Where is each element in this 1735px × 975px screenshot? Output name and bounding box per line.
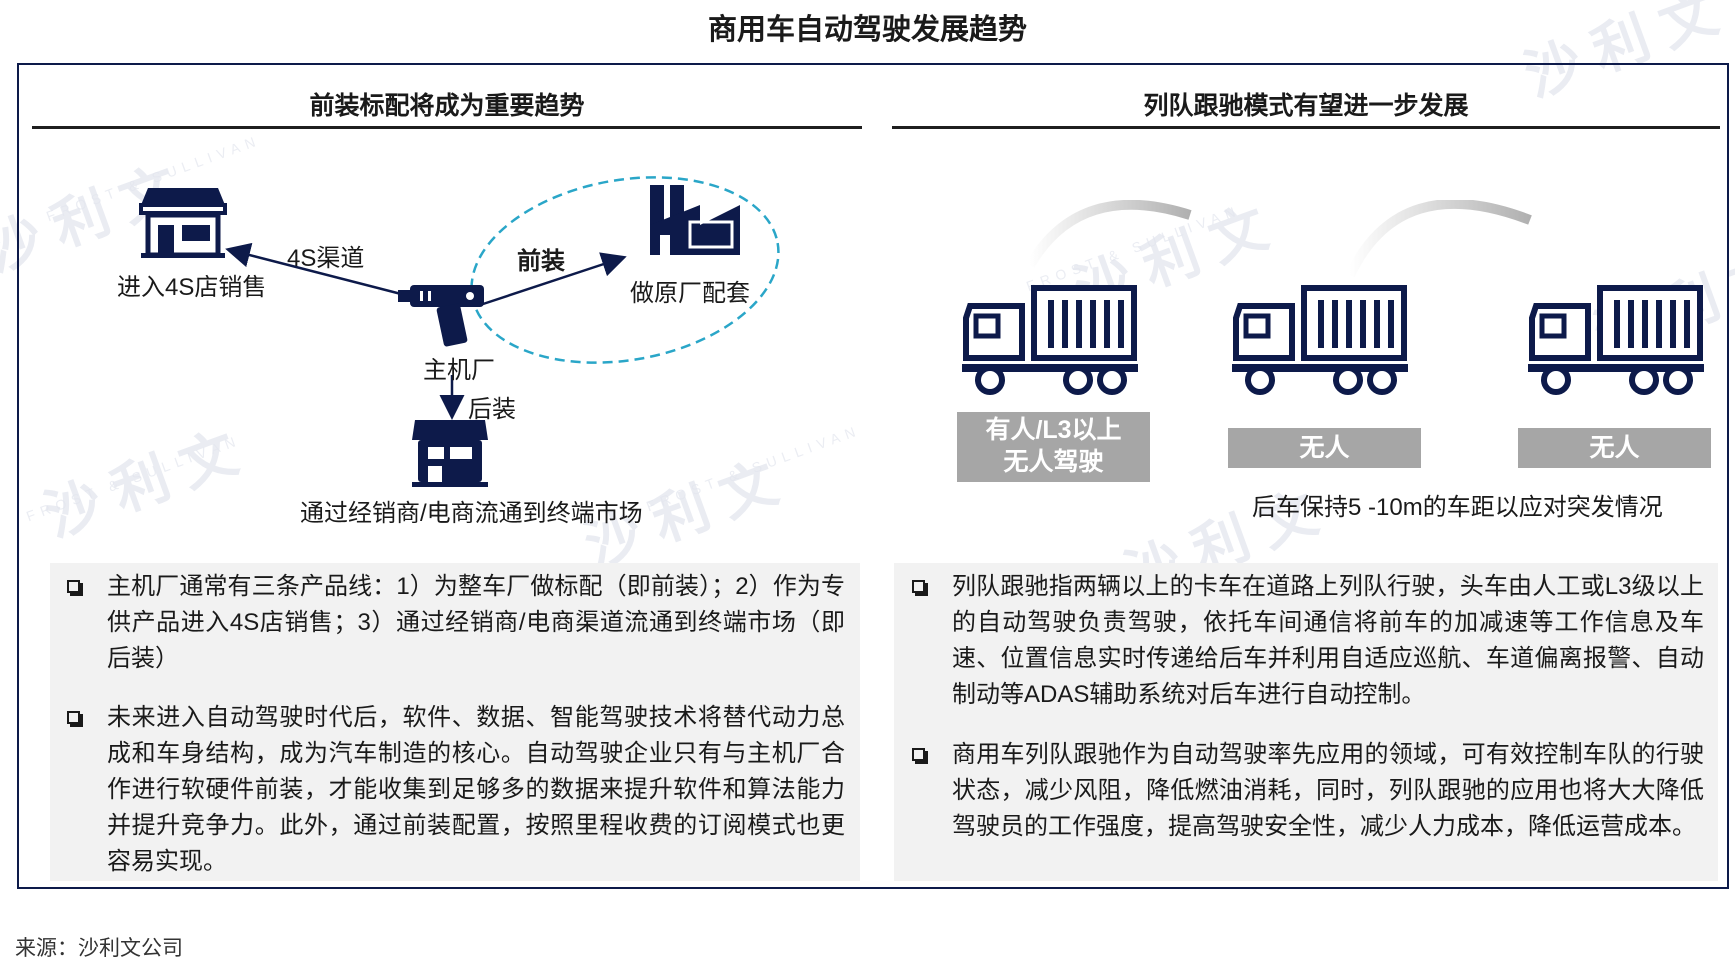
arrow-to-4s bbox=[225, 242, 406, 297]
truck-label-lead: 有人/L3以上 无人驾驶 bbox=[957, 412, 1150, 482]
bullet-square-icon bbox=[912, 580, 925, 593]
truck-label-line: 无人驾驶 bbox=[1003, 448, 1104, 476]
bullet-text: 商用车列队跟驰作为自动驾驶率先应用的领域，可有效控制车队的行驶状态，减少风阻，降… bbox=[952, 741, 1704, 840]
shop-icon bbox=[412, 420, 488, 487]
left-section-title: 前装标配将成为重要趋势 bbox=[309, 92, 585, 120]
right-text-box bbox=[894, 563, 1718, 881]
arrow-to-oem bbox=[479, 252, 627, 307]
bullet-text: 列队跟驰指两辆以上的卡车在道路上列队行驶，头车由人工或L3级以上的自动驾驶负责驾… bbox=[952, 573, 1704, 708]
right-section-title: 列队跟驰模式有望进一步发展 bbox=[1143, 92, 1469, 120]
truck-label-line: 无人 bbox=[1589, 434, 1640, 462]
truck-icon bbox=[962, 288, 1138, 392]
bullet-square-icon bbox=[67, 580, 80, 593]
truck-label-follow-1: 无人 bbox=[1228, 428, 1421, 468]
relay-arc-1 bbox=[1025, 200, 1192, 268]
drill-icon bbox=[398, 285, 484, 347]
bullet-square-icon bbox=[67, 711, 80, 724]
source-note: 来源：沙利文公司 bbox=[15, 937, 183, 960]
relay-arc-2 bbox=[1345, 200, 1532, 278]
truck-label-line: 有人/L3以上 bbox=[985, 416, 1122, 444]
after-install-label: 后装 bbox=[468, 396, 516, 423]
left-text-box bbox=[50, 563, 860, 881]
dealer-label: 进入4S店销售 bbox=[117, 274, 267, 301]
bullet-text: 主机厂通常有三条产品线：1）为整车厂做标配（即前装）；2）作为专供产品进入4S店… bbox=[107, 573, 845, 672]
distribution-diagram bbox=[139, 176, 780, 487]
content-frame bbox=[17, 63, 1729, 889]
distance-note: 后车保持5 -10m的车距以应对突发情况 bbox=[1252, 494, 1663, 521]
front-install-label: 前装 bbox=[517, 248, 565, 275]
truck-icon bbox=[1528, 288, 1704, 392]
factory-icon bbox=[650, 185, 740, 255]
market-label: 通过经销商/电商流通到终端市场 bbox=[300, 500, 643, 527]
page-title: 商用车自动驾驶发展趋势 bbox=[707, 14, 1027, 46]
oem-label: 做原厂配套 bbox=[630, 280, 750, 307]
bullet-square-icon bbox=[912, 748, 925, 761]
bullet-text: 未来进入自动驾驶时代后，软件、数据、智能驾驶技术将替代动力总成和车身结构，成为汽… bbox=[107, 704, 845, 875]
right-section-rule bbox=[892, 126, 1720, 129]
store-icon bbox=[139, 188, 227, 258]
channel-4s-label: 4S渠道 bbox=[287, 245, 365, 272]
truck-icon bbox=[1232, 288, 1408, 392]
center-label: 主机厂 bbox=[423, 357, 495, 384]
truck-label-follow-2: 无人 bbox=[1518, 428, 1711, 468]
truck-label-line: 无人 bbox=[1299, 434, 1350, 462]
platoon-diagram bbox=[930, 200, 1710, 410]
left-section-rule bbox=[32, 126, 862, 129]
